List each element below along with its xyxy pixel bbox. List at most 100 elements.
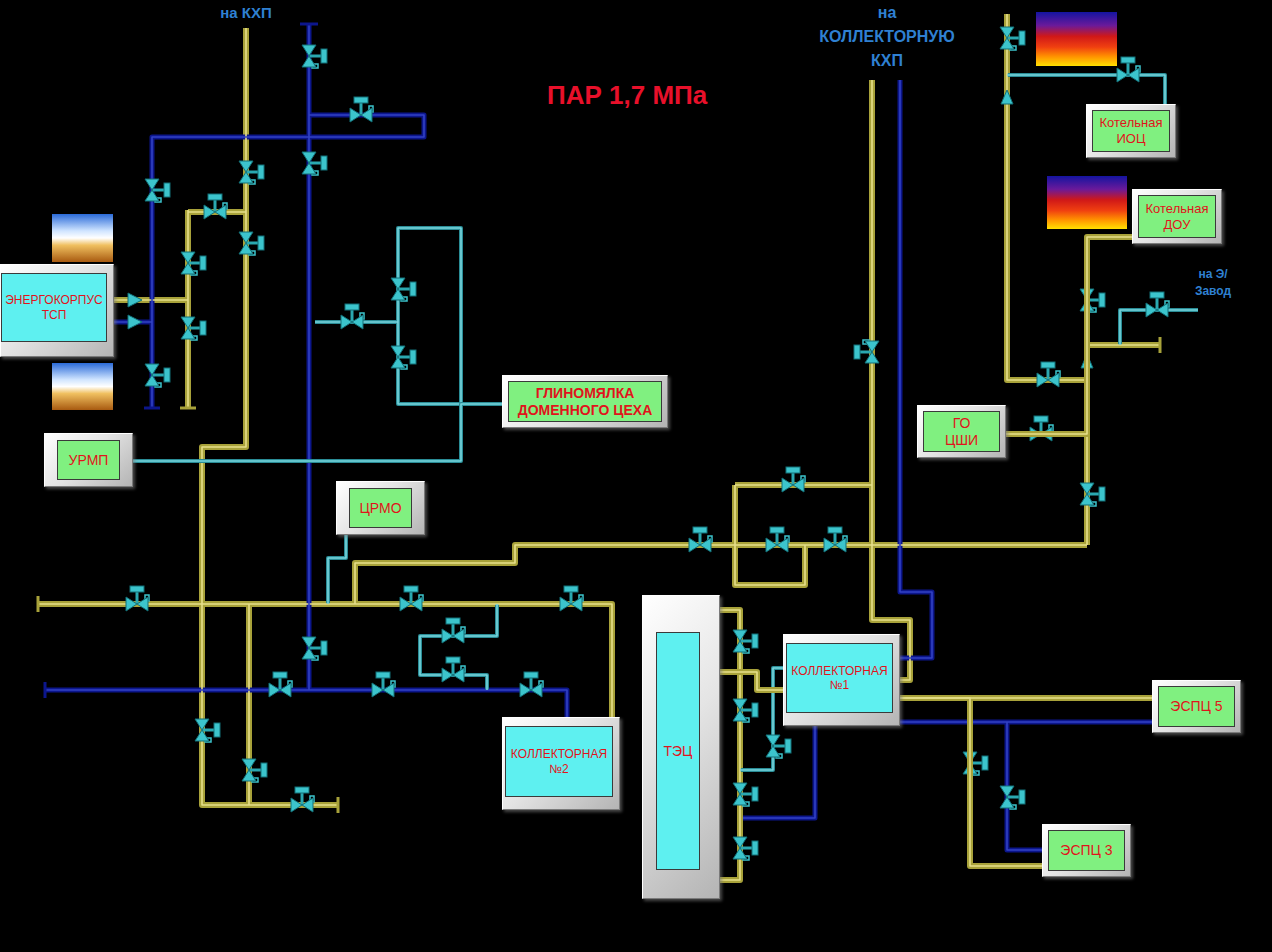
valve-body: [1080, 483, 1094, 494]
valve-body: [733, 699, 747, 710]
valve-stem: [152, 189, 164, 192]
boiler-box: Котельная ИОЦ: [1086, 104, 1176, 158]
pipe-highlight: [113, 299, 188, 301]
valve-stem: [246, 242, 258, 245]
valve-actuator: [258, 165, 264, 179]
valve-stem: [1087, 493, 1099, 496]
valve-body: [782, 478, 793, 492]
valve-body: [269, 683, 280, 697]
valve-symbol: [195, 719, 220, 742]
valve-body: [560, 597, 571, 611]
valve-body: [137, 597, 148, 611]
valve-actuator: [752, 841, 758, 855]
valve-body: [865, 352, 879, 363]
valve-body: [411, 597, 422, 611]
valve-stem: [860, 351, 872, 354]
pipe-end-cap: [300, 23, 318, 26]
valve-body: [181, 328, 195, 339]
valve-symbol: [341, 304, 364, 329]
valve-body: [352, 315, 363, 329]
valve-body: [442, 629, 453, 643]
valve-actuator: [376, 672, 390, 678]
valve-actuator: [1019, 790, 1025, 804]
pipe-highlight: [38, 604, 612, 717]
valve-stem: [309, 162, 321, 165]
box-face: ГО ЦШИ: [923, 411, 1000, 452]
valve-symbol: [145, 179, 170, 202]
consumer-box: ГО ЦШИ: [917, 405, 1006, 458]
valve-symbol: [350, 97, 373, 122]
water-pipe: [45, 690, 567, 717]
pipe-highlight: [1006, 237, 1132, 434]
valve-stem: [452, 624, 455, 636]
valve-body: [1146, 303, 1157, 317]
consumer-box: ГЛИНОМЯЛКА ДОМЕННОГО ЦЕХА: [502, 375, 668, 428]
valve-symbol: [1146, 292, 1169, 317]
valve-body: [181, 252, 195, 263]
valve-stem: [249, 769, 261, 772]
valve-actuator: [564, 586, 578, 592]
valve-body: [181, 263, 195, 274]
valve-symbol: [782, 467, 805, 492]
water-pipe: [900, 720, 1153, 725]
pipe-highlight: [355, 545, 1087, 604]
valve-symbol: [442, 618, 465, 643]
valve-body: [700, 538, 711, 552]
valve-body: [145, 190, 159, 201]
box-label: ГЛИНОМЯЛКА ДОМЕННОГО ЦЕХА: [512, 385, 658, 419]
water-pipe: [307, 24, 312, 690]
box-label: КОЛЛЕКТОРНАЯ №1: [790, 664, 889, 693]
valve-body: [126, 597, 137, 611]
condensate-pipe: [420, 604, 497, 690]
steam-pipe: [1007, 14, 1087, 380]
valve-body: [383, 683, 394, 697]
box-label: ЦРМО: [359, 500, 401, 517]
valve-actuator: [410, 282, 416, 296]
condensate-pipe: [740, 668, 783, 770]
valve-body: [391, 278, 405, 289]
valve-stem: [188, 327, 200, 330]
valve-body: [302, 637, 316, 648]
valve-body: [766, 746, 780, 757]
box-face: УРМП: [57, 440, 120, 480]
valve-stem: [740, 847, 752, 850]
consumer-box: ЭСПЦ 3: [1042, 824, 1131, 877]
valve-actuator: [752, 703, 758, 717]
valve-body: [1037, 373, 1048, 387]
valve-stem: [776, 533, 779, 545]
box-face: ГЛИНОМЯЛКА ДОМЕННОГО ЦЕХА: [508, 381, 662, 422]
valve-symbol: [204, 194, 227, 219]
valve-actuator: [354, 97, 368, 103]
valve-stem: [246, 171, 258, 174]
valve-actuator: [785, 739, 791, 753]
pipe-highlight: [1087, 344, 1160, 346]
valve-symbol: [733, 699, 758, 722]
destination-label: на КОЛЛЕКТОРНУЮ КХП: [808, 1, 966, 73]
valve-body: [733, 630, 747, 641]
valve-stem: [834, 533, 837, 545]
valve-symbol: [302, 45, 327, 68]
valve-body: [302, 152, 316, 163]
valve-body: [1000, 786, 1014, 797]
valve-actuator: [982, 756, 988, 770]
valve-body: [242, 759, 256, 770]
consumer-box: ЭСПЦ 5: [1152, 680, 1241, 733]
pipe-highlight: [900, 698, 1042, 866]
box-face: ТЭЦ: [656, 632, 700, 870]
valve-symbol: [733, 630, 758, 653]
valve-symbol: [766, 735, 791, 758]
valve-body: [793, 478, 804, 492]
valve-body: [391, 357, 405, 368]
pipe-highlight: [740, 668, 783, 770]
valve-symbol: [239, 161, 264, 184]
valve-stem: [382, 678, 385, 690]
valve-actuator: [164, 368, 170, 382]
valve-stem: [152, 374, 164, 377]
pipe-highlight: [398, 228, 461, 404]
valve-symbol: [1080, 483, 1105, 506]
valve-stem: [214, 200, 217, 212]
valve-body: [1000, 38, 1014, 49]
valve-actuator: [164, 183, 170, 197]
